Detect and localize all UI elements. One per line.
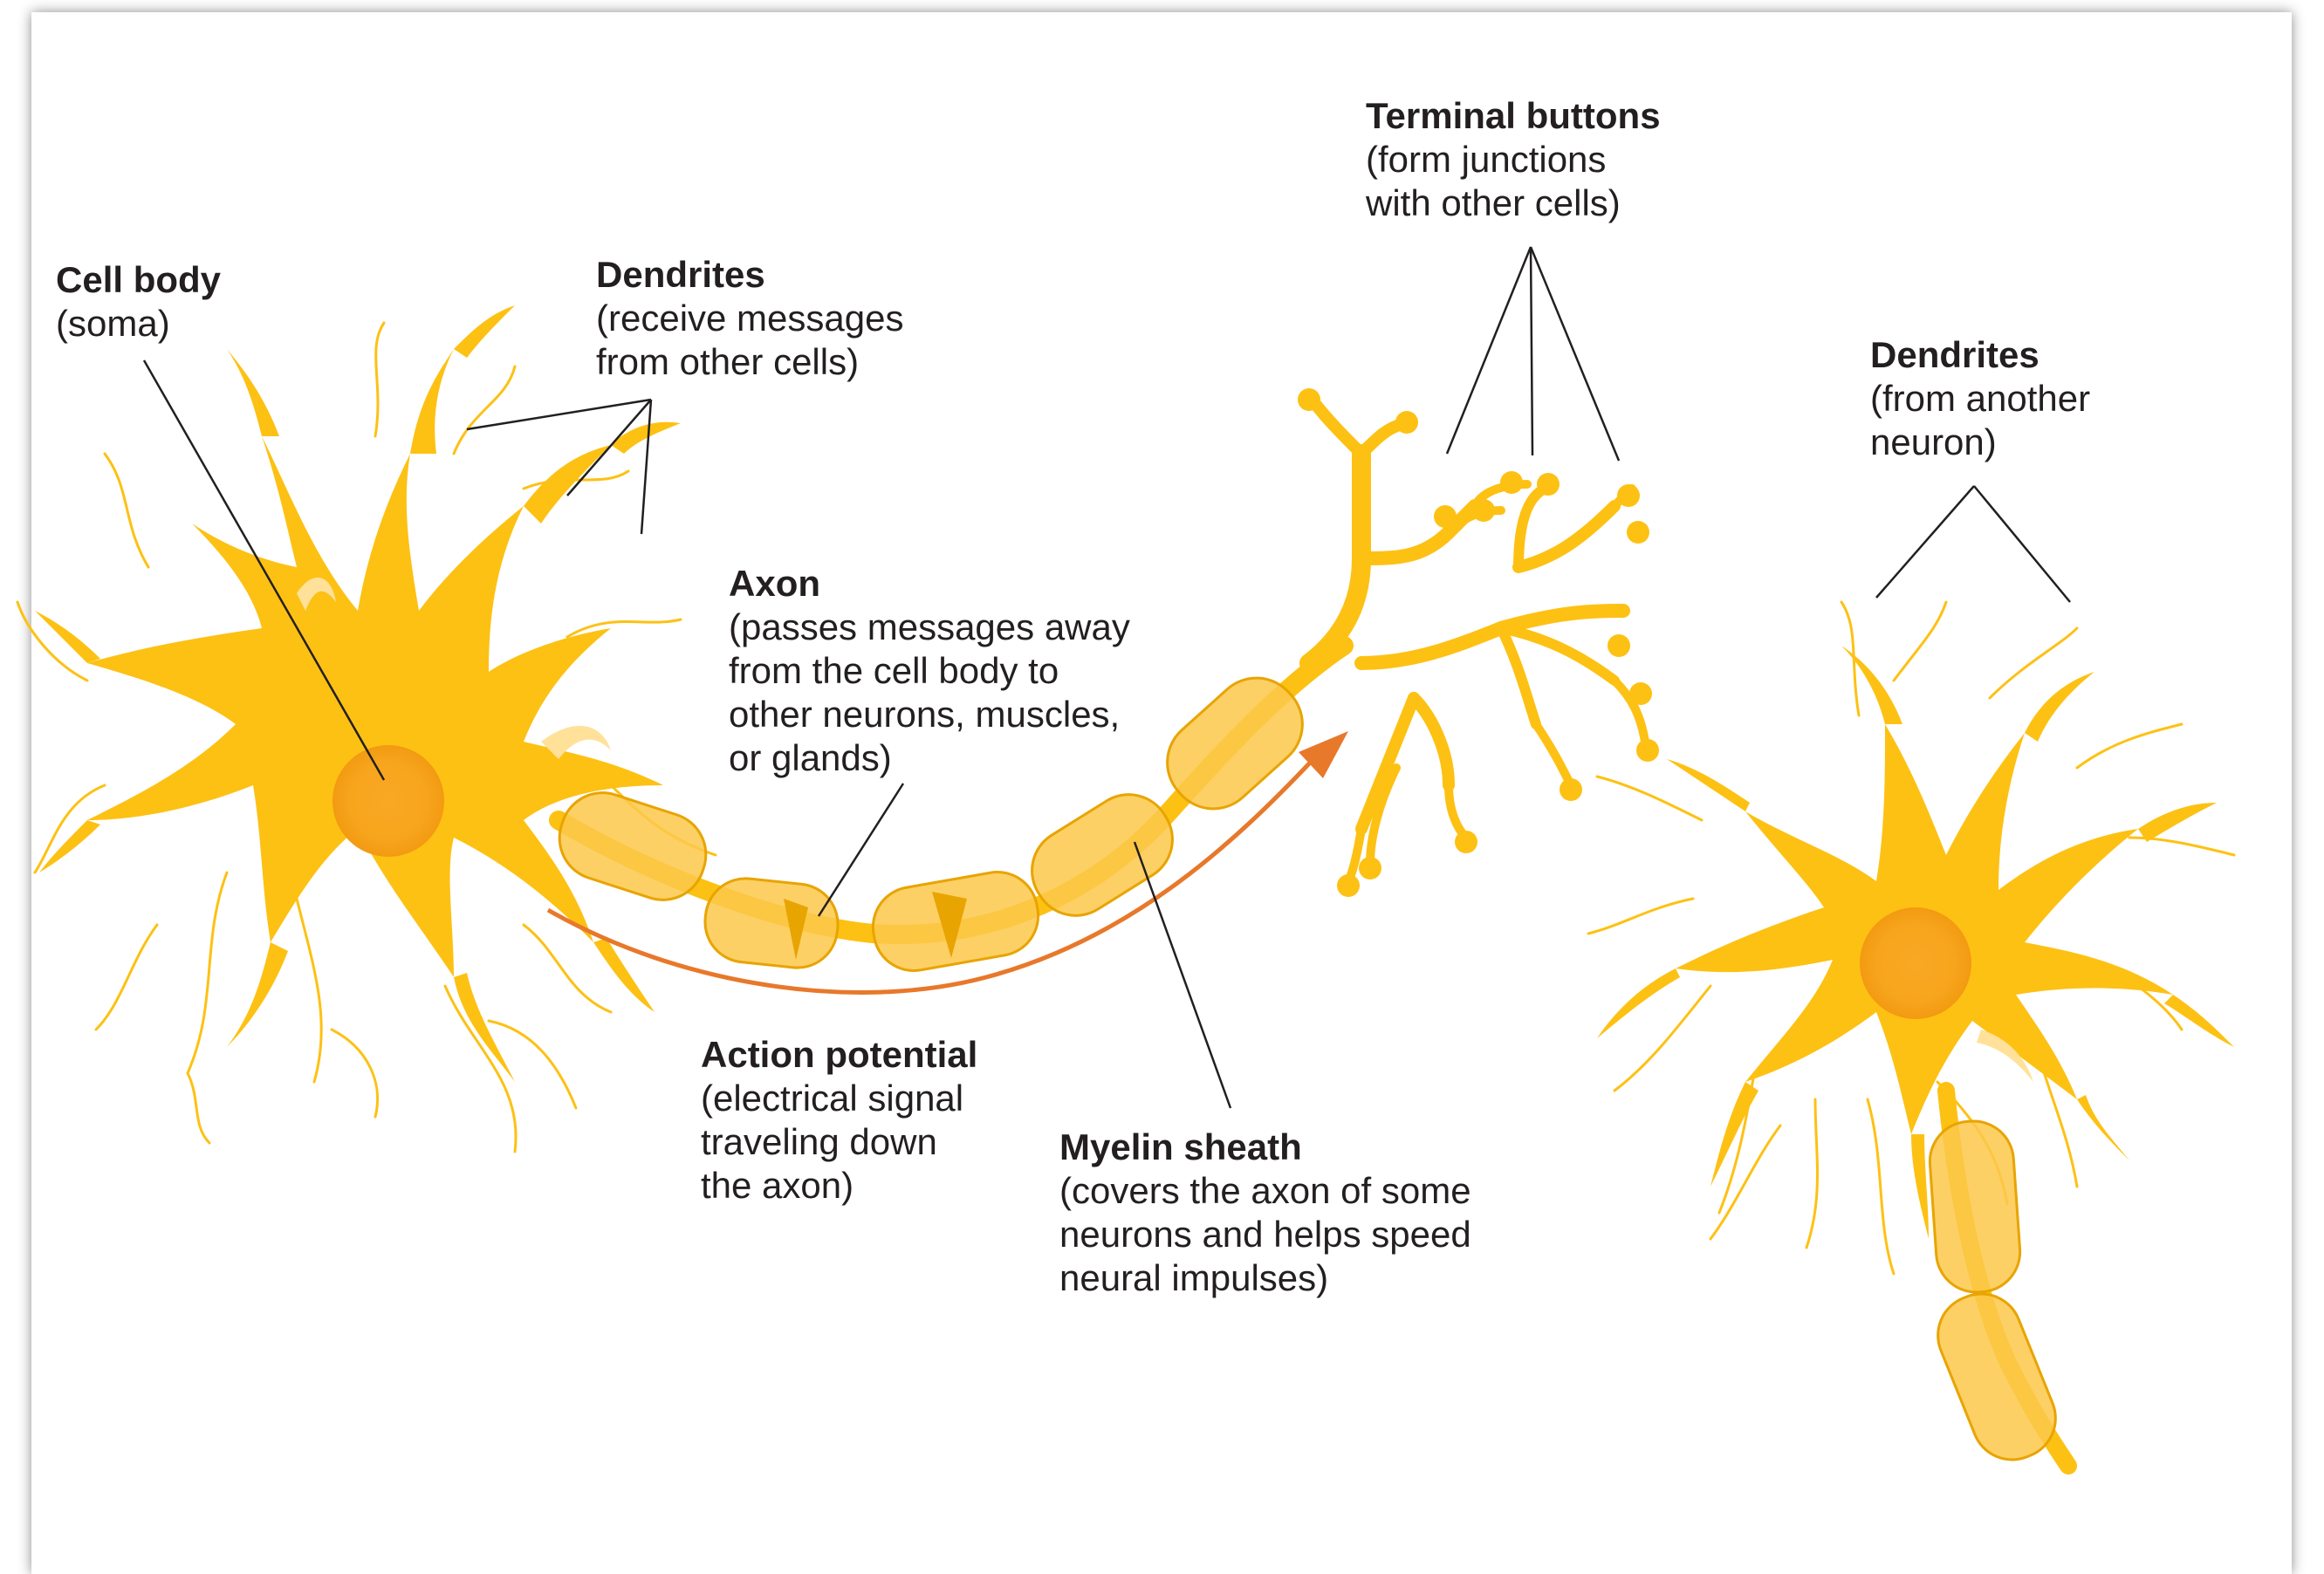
left-neuron [17, 305, 716, 1152]
label-myelin-sheath-title: Myelin sheath [1059, 1126, 1471, 1169]
label-axon-line: from the cell body to [729, 649, 1130, 693]
axon-terminal [1309, 401, 1645, 881]
right-axon [1926, 1091, 2068, 1472]
right-nucleus [1860, 907, 1971, 1019]
label-cell-body-line: (soma) [56, 302, 221, 346]
label-dendrites-right-line: neuron) [1870, 421, 2090, 464]
label-dendrites-right: Dendrites (from another neuron) [1870, 333, 2090, 464]
label-terminal-buttons: Terminal buttons (form junctions with ot… [1366, 94, 1661, 225]
label-terminal-buttons-line: (form junctions [1366, 138, 1661, 181]
label-cell-body: Cell body (soma) [56, 258, 221, 346]
label-axon-title: Axon [729, 562, 1130, 606]
label-myelin-sheath: Myelin sheath (covers the axon of some n… [1059, 1126, 1471, 1300]
label-terminal-buttons-line: with other cells) [1366, 181, 1661, 225]
label-axon-line: other neurons, muscles, [729, 693, 1130, 736]
label-action-potential-title: Action potential [701, 1033, 977, 1077]
label-axon-line: (passes messages away [729, 606, 1130, 649]
label-terminal-buttons-title: Terminal buttons [1366, 94, 1661, 138]
label-dendrites-left-title: Dendrites [596, 253, 903, 297]
label-action-potential-line: (electrical signal [701, 1077, 977, 1120]
label-myelin-sheath-line: neurons and helps speed [1059, 1213, 1471, 1256]
label-action-potential: Action potential (electrical signal trav… [701, 1033, 977, 1208]
label-dendrites-right-line: (from another [1870, 377, 2090, 421]
label-action-potential-line: traveling down [701, 1120, 977, 1164]
label-myelin-sheath-line: neural impulses) [1059, 1256, 1471, 1300]
label-dendrites-right-title: Dendrites [1870, 333, 2090, 377]
label-axon: Axon (passes messages away from the cell… [729, 562, 1130, 780]
label-action-potential-line: the axon) [701, 1164, 977, 1208]
label-dendrites-left-line: from other cells) [596, 340, 903, 384]
label-axon-line: or glands) [729, 736, 1130, 780]
label-myelin-sheath-line: (covers the axon of some [1059, 1169, 1471, 1213]
left-nucleus [332, 745, 444, 857]
label-dendrites-left: Dendrites (receive messages from other c… [596, 253, 903, 384]
label-cell-body-title: Cell body [56, 258, 221, 302]
label-dendrites-left-line: (receive messages [596, 297, 903, 340]
